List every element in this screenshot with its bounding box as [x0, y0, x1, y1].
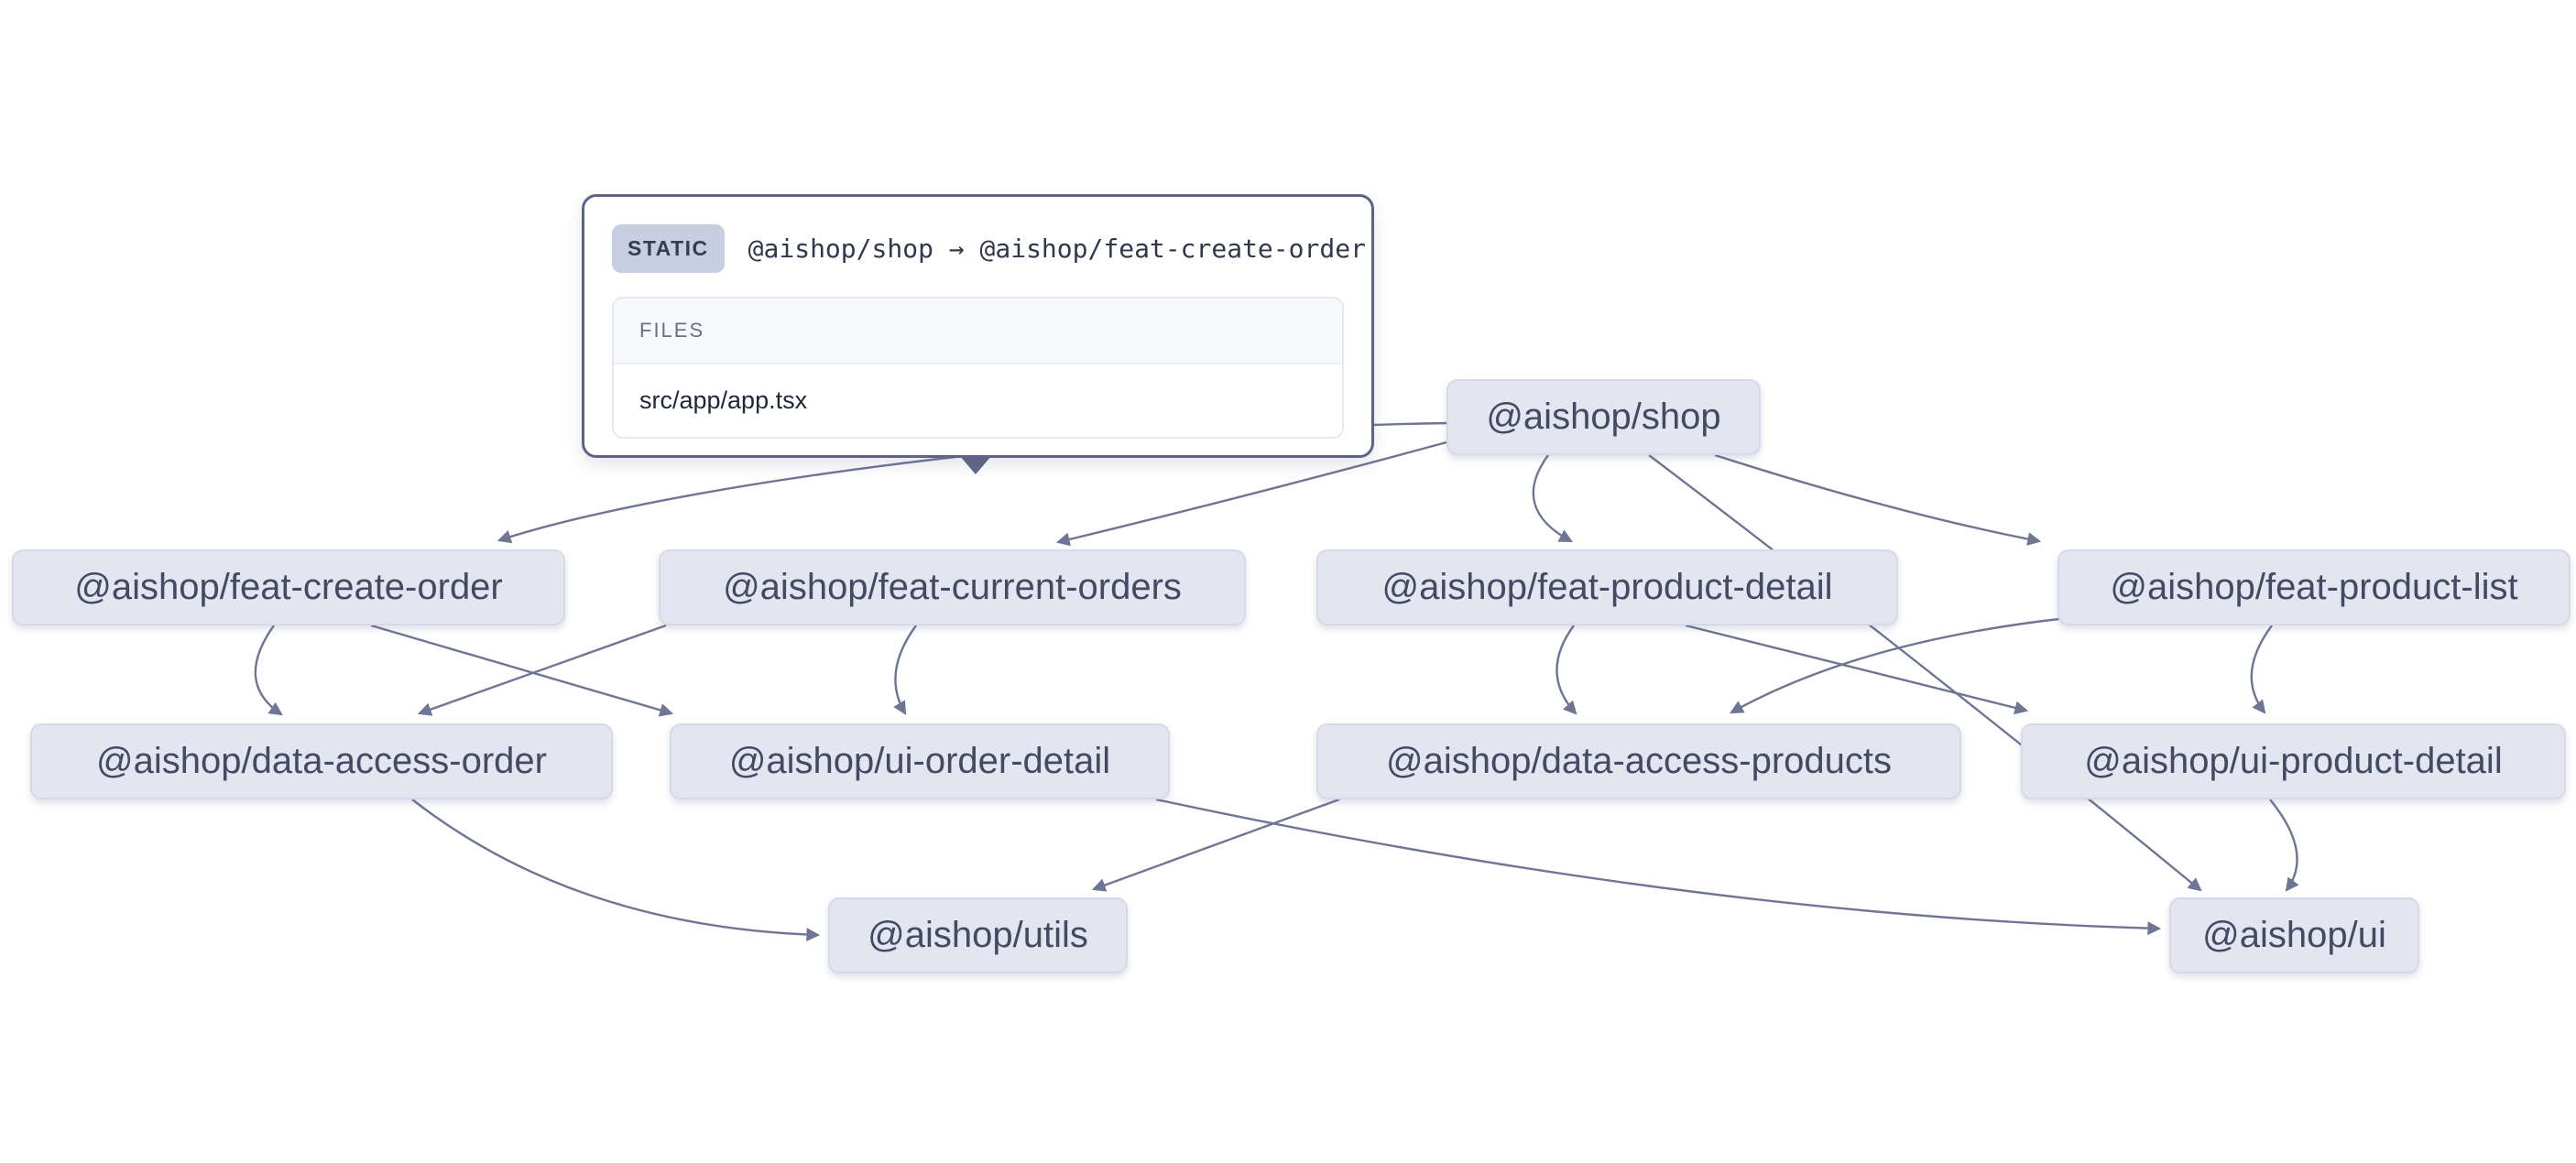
node-label: @aishop/utils: [868, 915, 1088, 955]
edge-feat-create-order-to-data-access-order[interactable]: [254, 625, 283, 716]
node-label: @aishop/feat-create-order: [74, 567, 503, 607]
node-label: @aishop/shop: [1486, 397, 1721, 437]
edge-feat-current-orders-to-data-access-order[interactable]: [417, 624, 667, 716]
edge-feat-product-detail-to-ui-product-detail[interactable]: [1685, 624, 2029, 715]
edge-shop-to-ui[interactable]: [1648, 454, 2202, 892]
edge-shop-to-feat-product-detail[interactable]: [1532, 454, 1573, 543]
edge-feat-current-orders-to-ui-order-detail[interactable]: [893, 625, 917, 715]
graph-node-ui[interactable]: @aishop/ui: [2169, 897, 2419, 973]
node-label: @aishop/feat-product-list: [2110, 567, 2518, 607]
graph-node-feat-current-orders[interactable]: @aishop/feat-current-orders: [659, 549, 1246, 625]
graph-node-data-access-products[interactable]: @aishop/data-access-products: [1316, 723, 1961, 799]
graph-node-feat-create-order[interactable]: @aishop/feat-create-order: [12, 549, 565, 625]
tooltip-edge-text: @aishop/shop → @aishop/feat-create-order: [748, 234, 1366, 264]
edge-ui-product-detail-to-ui[interactable]: [2269, 799, 2299, 892]
node-label: @aishop/ui-order-detail: [728, 741, 1111, 781]
graph-node-shop[interactable]: @aishop/shop: [1446, 379, 1761, 455]
graph-node-feat-product-detail[interactable]: @aishop/feat-product-detail: [1316, 549, 1898, 625]
edge-feat-product-list-to-data-access-products[interactable]: [1730, 616, 2068, 714]
edge-shop-to-feat-product-list[interactable]: [1714, 453, 2042, 546]
edge-feat-create-order-to-ui-order-detail[interactable]: [370, 624, 674, 717]
tooltip-files-label: FILES: [614, 299, 1342, 364]
edge-shop-to-feat-current-orders[interactable]: [1055, 438, 1457, 547]
node-label: @aishop/data-access-products: [1386, 741, 1892, 781]
graph-node-data-access-order[interactable]: @aishop/data-access-order: [30, 723, 613, 799]
tooltip-files-box: FILES src/app/app.tsx: [612, 297, 1344, 439]
node-label: @aishop/ui-product-detail: [2084, 741, 2503, 781]
graph-node-feat-product-list[interactable]: @aishop/feat-product-list: [2058, 549, 2571, 625]
graph-node-utils[interactable]: @aishop/utils: [828, 897, 1128, 973]
tooltip-file-path: src/app/app.tsx: [614, 364, 1342, 437]
edge-data-access-products-to-utils[interactable]: [1091, 798, 1340, 892]
node-label: @aishop/feat-product-detail: [1381, 567, 1833, 607]
tooltip-header: STATIC @aishop/shop → @aishop/feat-creat…: [584, 197, 1371, 297]
static-dependency-badge: STATIC: [612, 224, 725, 273]
edge-data-access-order-to-utils[interactable]: [411, 799, 821, 942]
graph-node-ui-product-detail[interactable]: @aishop/ui-product-detail: [2021, 723, 2566, 799]
edge-ui-order-detail-to-ui[interactable]: [1155, 798, 2162, 936]
node-label: @aishop/ui: [2202, 915, 2386, 955]
node-label: @aishop/feat-current-orders: [723, 567, 1182, 607]
edge-feat-product-detail-to-data-access-products[interactable]: [1555, 625, 1577, 715]
node-label: @aishop/data-access-order: [96, 741, 547, 781]
graph-node-ui-order-detail[interactable]: @aishop/ui-order-detail: [670, 723, 1170, 799]
tooltip-caret: [959, 455, 992, 474]
edge-feat-product-list-to-ui-product-detail[interactable]: [2250, 625, 2273, 714]
edge-tooltip: STATIC @aishop/shop → @aishop/feat-creat…: [582, 194, 1374, 474]
